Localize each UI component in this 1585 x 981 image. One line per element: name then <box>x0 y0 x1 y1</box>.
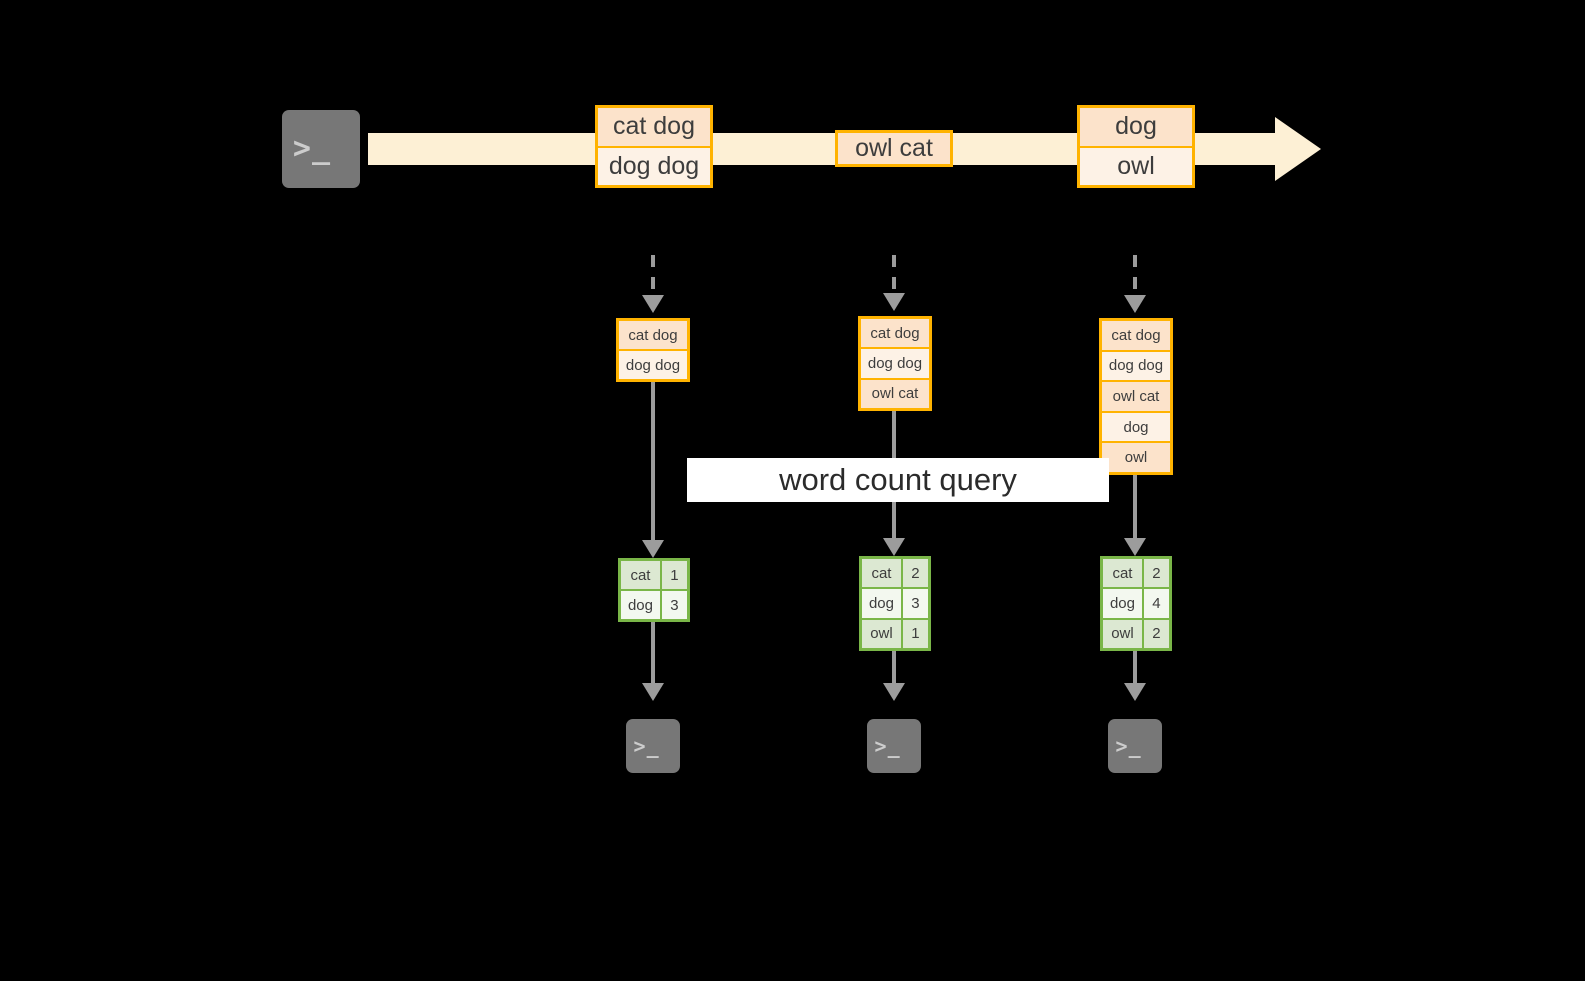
input-line: dog dog <box>861 349 929 380</box>
query-label-band: word count query <box>687 458 1109 502</box>
record-line: dog <box>1080 108 1192 148</box>
snapshot-1-sink-edge <box>651 622 655 685</box>
result-word: dog <box>862 589 903 618</box>
result-row: dog 3 <box>862 589 928 620</box>
snapshot-1-sink-terminal[interactable]: >_ <box>619 712 687 780</box>
result-count: 1 <box>661 561 687 589</box>
snapshot-3-result-table[interactable]: cat 2 dog 4 owl 2 <box>1100 556 1172 651</box>
result-word: owl <box>1103 619 1144 648</box>
snapshot-1-sink-arrowhead <box>642 683 664 701</box>
stream-arrow-head <box>1275 117 1321 181</box>
input-line: dog dog <box>619 351 687 379</box>
result-word: cat <box>1103 559 1144 588</box>
input-line: owl <box>1102 443 1170 472</box>
input-line: owl cat <box>861 379 929 408</box>
snapshot-3-feed-dash <box>1133 255 1137 295</box>
record-line: dog dog <box>598 147 710 185</box>
snapshot-2-query-arrowhead <box>883 538 905 556</box>
stream-batch-2[interactable]: owl cat <box>835 130 953 167</box>
input-line: dog <box>1102 412 1170 444</box>
input-line: cat dog <box>619 321 687 351</box>
snapshot-1-query-edge <box>651 382 655 545</box>
snapshot-1-feed-arrowhead <box>642 295 664 313</box>
record-line: owl cat <box>838 133 950 164</box>
snapshot-2-sink-edge <box>892 651 896 685</box>
snapshot-2-feed-dash <box>892 255 896 293</box>
snapshot-3-query-arrowhead <box>1124 538 1146 556</box>
snapshot-3-sink-terminal[interactable]: >_ <box>1101 712 1169 780</box>
terminal-prompt-glyph: >_ <box>633 734 660 758</box>
input-line: cat dog <box>1102 321 1170 352</box>
snapshot-2-sink-arrowhead <box>883 683 905 701</box>
result-count: 4 <box>1143 589 1169 618</box>
snapshot-3-sink-edge <box>1133 651 1137 685</box>
result-word: dog <box>621 591 662 619</box>
input-line: owl cat <box>1102 382 1170 413</box>
result-count: 1 <box>902 619 928 648</box>
result-count: 2 <box>1143 619 1169 648</box>
query-label: word count query <box>779 462 1017 497</box>
snapshot-3-input-table[interactable]: cat dog dog dog owl cat dog owl <box>1099 318 1173 475</box>
terminal-prompt-glyph: >_ <box>1115 734 1142 758</box>
result-row: dog 4 <box>1103 589 1169 620</box>
result-word: owl <box>862 619 903 648</box>
result-count: 2 <box>902 559 928 588</box>
result-count: 3 <box>902 589 928 618</box>
result-row: cat 1 <box>621 561 687 591</box>
result-row: cat 2 <box>862 559 928 590</box>
snapshot-1-feed-dash <box>651 255 655 295</box>
result-count: 3 <box>661 591 687 619</box>
snapshot-1-query-arrowhead <box>642 540 664 558</box>
snapshot-1-input-table[interactable]: cat dog dog dog <box>616 318 690 382</box>
record-line: owl <box>1080 147 1192 185</box>
result-row: cat 2 <box>1103 559 1169 590</box>
terminal-prompt-glyph: >_ <box>292 131 332 166</box>
snapshot-1-result-table[interactable]: cat 1 dog 3 <box>618 558 690 622</box>
result-count: 2 <box>1143 559 1169 588</box>
result-word: dog <box>1103 589 1144 618</box>
stream-source-terminal[interactable]: >_ <box>275 103 367 195</box>
input-line: dog dog <box>1102 351 1170 383</box>
terminal-prompt-glyph: >_ <box>874 734 901 758</box>
stream-batch-1[interactable]: cat dog dog dog <box>595 105 713 188</box>
result-row: owl 2 <box>1103 619 1169 648</box>
result-row: owl 1 <box>862 619 928 648</box>
input-line: cat dog <box>861 319 929 350</box>
snapshot-2-feed-arrowhead <box>883 293 905 311</box>
snapshot-3-sink-arrowhead <box>1124 683 1146 701</box>
snapshot-3-query-edge <box>1133 475 1137 543</box>
stream-batch-3[interactable]: dog owl <box>1077 105 1195 188</box>
result-word: cat <box>862 559 903 588</box>
snapshot-2-input-table[interactable]: cat dog dog dog owl cat <box>858 316 932 411</box>
result-row: dog 3 <box>621 591 687 619</box>
snapshot-2-result-table[interactable]: cat 2 dog 3 owl 1 <box>859 556 931 651</box>
result-word: cat <box>621 561 662 589</box>
snapshot-3-feed-arrowhead <box>1124 295 1146 313</box>
record-line: cat dog <box>598 108 710 148</box>
snapshot-2-sink-terminal[interactable]: >_ <box>860 712 928 780</box>
